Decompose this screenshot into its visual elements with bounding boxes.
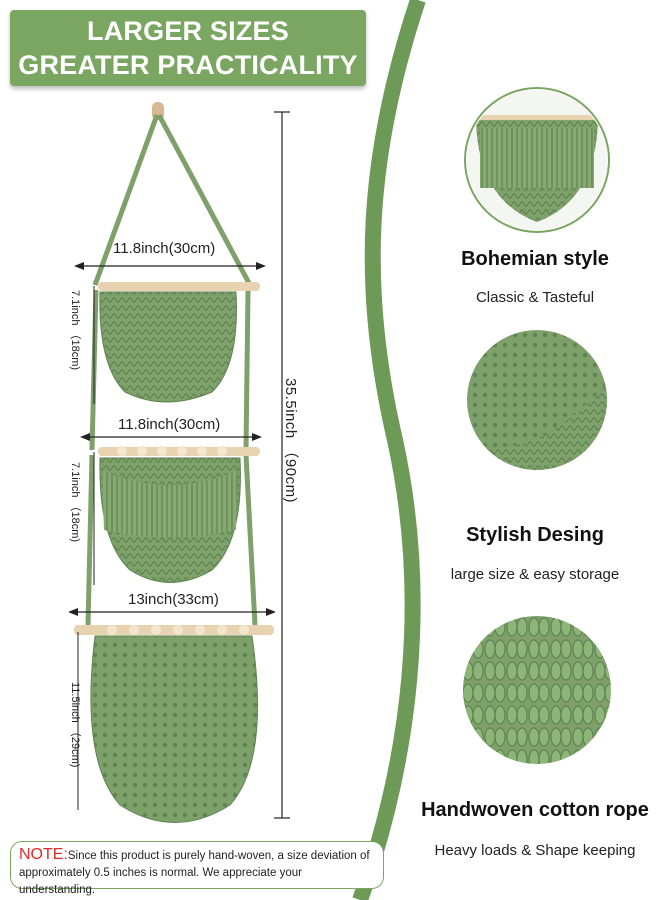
feature-title-handwoven: Handwoven cotton rope — [421, 799, 649, 821]
feature-title-stylish: Stylish Desing — [466, 524, 604, 546]
banner-line-1: LARGER SIZES — [87, 16, 289, 46]
total-height-label: 35.5inch （90cm) — [282, 378, 299, 504]
bottom-width-label: 13inch(33cm) — [128, 591, 219, 608]
top-height-label: 7.1inch （18cm) — [69, 290, 81, 371]
decorative-curve — [352, 0, 426, 900]
note-label: NOTE: — [19, 846, 68, 863]
middle-width-label: 11.8inch(30cm) — [118, 416, 221, 433]
banner-line-2: GREATER PRACTICALITY — [18, 50, 358, 80]
hanging-rope — [92, 113, 253, 287]
middle-height-label: 7.1inch （18cm) — [69, 462, 81, 543]
title-banner: LARGER SIZES GREATER PRACTICALITY — [10, 10, 366, 86]
top-width-label: 11.8inch(30cm) — [113, 240, 216, 257]
top-dowel — [98, 282, 260, 291]
top-basket — [99, 291, 237, 403]
feature-subtitle-handwoven: Heavy loads & Shape keeping — [434, 842, 636, 859]
bottom-basket — [90, 635, 259, 823]
note-box: NOTE:Since this product is purely hand-w… — [10, 841, 384, 896]
bottom-height-label: 11.5inch （29cm) — [69, 682, 81, 768]
feature-subtitle-bohemian: Classic & Tasteful — [475, 289, 595, 306]
note-text: Since this product is purely hand-woven,… — [19, 850, 370, 896]
feature-subtitle-stylish: large size & easy storage — [450, 566, 620, 583]
feature-title-bohemian: Bohemian style — [461, 248, 609, 270]
